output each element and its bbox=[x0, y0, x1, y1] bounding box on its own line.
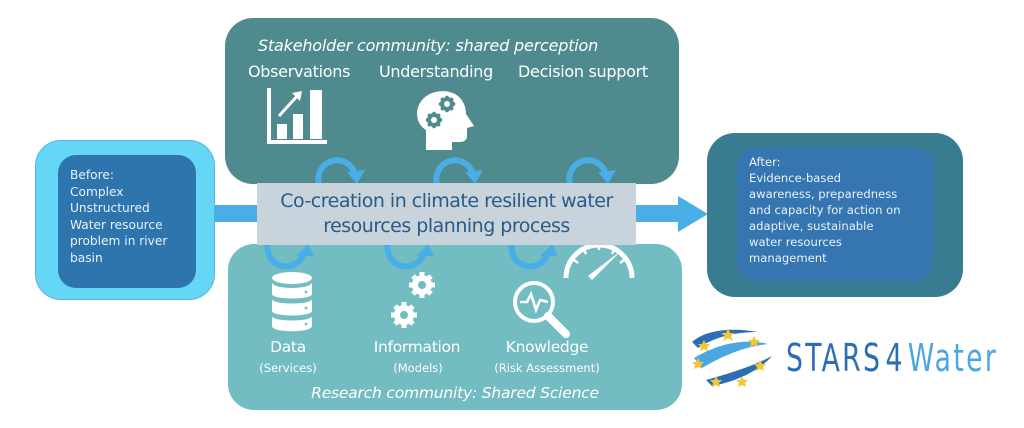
before-line: Complex bbox=[70, 184, 124, 199]
bar-chart-growth-icon bbox=[267, 88, 327, 144]
after-line: Evidence-based bbox=[749, 171, 841, 185]
after-line: awareness, preparedness bbox=[749, 187, 898, 201]
information-sublabel: (Models) bbox=[393, 361, 443, 375]
data-sublabel: (Services) bbox=[259, 361, 317, 375]
observations-label: Observations bbox=[248, 62, 351, 81]
after-text-panel: After: Evidence-based awareness, prepare… bbox=[737, 148, 933, 281]
after-connector-bar bbox=[636, 205, 680, 222]
speedometer-icon bbox=[563, 242, 635, 280]
banner-line: Co-creation in climate resilient water bbox=[280, 190, 613, 212]
after-line: water resources bbox=[749, 235, 842, 249]
after-line: adaptive, sustainable bbox=[749, 219, 874, 233]
knowledge-label: Knowledge bbox=[505, 338, 589, 356]
understanding-label: Understanding bbox=[379, 62, 493, 81]
cycle-arrow-icon bbox=[264, 243, 314, 270]
data-label: Data bbox=[270, 338, 306, 356]
logo-water-text: Water bbox=[907, 336, 999, 380]
magnifier-pulse-icon bbox=[513, 281, 570, 338]
process-banner: Co-creation in climate resilient water r… bbox=[257, 183, 636, 245]
before-line: Water resource bbox=[70, 217, 163, 232]
cycle-arrow-icon bbox=[508, 243, 558, 270]
stakeholder-title: Stakeholder community: shared perception bbox=[258, 36, 599, 55]
after-line: and capacity for action on bbox=[749, 203, 901, 217]
information-label: Information bbox=[373, 338, 461, 356]
before-line: problem in river bbox=[70, 234, 168, 248]
before-connector-bar bbox=[214, 205, 258, 222]
before-line: Before: bbox=[70, 168, 114, 182]
eu-stars-swirl-logo-icon bbox=[692, 328, 772, 387]
cycle-arrow-icon bbox=[433, 157, 483, 185]
after-line: After: bbox=[749, 155, 781, 169]
database-icon bbox=[272, 272, 312, 332]
before-line: basin bbox=[70, 250, 103, 265]
banner-line: resources planning process bbox=[323, 215, 570, 237]
logo-stars-text: STARS bbox=[786, 336, 883, 380]
head-gears-icon bbox=[417, 91, 474, 150]
arrow-right-icon bbox=[678, 196, 708, 232]
cycle-arrow-icon bbox=[384, 243, 434, 270]
logo-4-text: 4 bbox=[885, 336, 905, 380]
before-text-panel: Before: Complex Unstructured Water resou… bbox=[58, 155, 196, 288]
stars4water-logo-text: STARS4Water bbox=[786, 336, 998, 380]
knowledge-sublabel: (Risk Assessment) bbox=[494, 361, 600, 375]
after-line: management bbox=[749, 251, 827, 265]
cycle-arrow-icon bbox=[566, 157, 616, 185]
gears-icon bbox=[391, 272, 435, 328]
decision-support-label: Decision support bbox=[518, 62, 648, 81]
research-title: Research community: Shared Science bbox=[311, 384, 599, 402]
cycle-arrow-icon bbox=[315, 157, 365, 185]
before-line: Unstructured bbox=[70, 201, 150, 215]
